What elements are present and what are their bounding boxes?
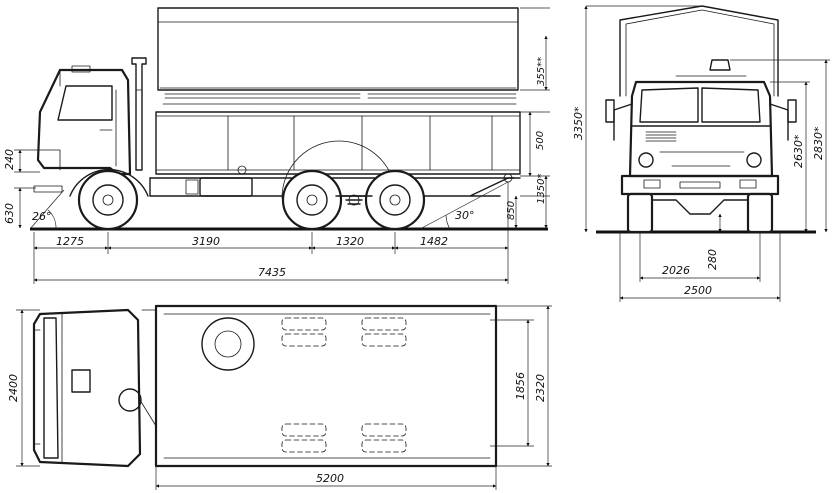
top-view: 2400 1856 2320 5200 (7, 304, 552, 490)
front-view: 3350* 2630* 2830* 280 2026 2500 (572, 5, 830, 302)
dim-630-label: 630 (3, 203, 16, 224)
front-tarp-outline (619, 5, 779, 97)
wheel-outline-1 (281, 317, 327, 331)
departure-angle-label: 30° (455, 209, 475, 222)
tarpaulin-cover (157, 7, 519, 105)
side-view: 26° 30° 630 240 355** 500 1350* 850 1275 (3, 7, 550, 284)
cab-roof-hatch (71, 369, 91, 393)
approach-angle-label: 26° (32, 210, 52, 223)
wheel-outline-3 (281, 423, 327, 437)
dim-1482-label: 1482 (420, 235, 448, 248)
left-mirror (613, 103, 633, 141)
front-mudguard (69, 168, 149, 197)
left-mirror-glass (605, 99, 615, 123)
wheel-outline-4 (361, 423, 407, 437)
dim-1856-label: 1856 (514, 372, 527, 400)
right-headlight (746, 152, 762, 168)
front-bumper (33, 185, 63, 193)
tank-cap (237, 165, 247, 175)
dim-2400-label: 2400 (7, 374, 20, 402)
dim-5200-label: 5200 (316, 472, 344, 485)
dim-850-label: 850 (506, 201, 517, 220)
dim-3190-label: 3190 (192, 235, 220, 248)
dim-7435-label: 7435 (258, 266, 286, 279)
dim-1275-label: 1275 (56, 235, 84, 248)
front-axle (651, 199, 749, 215)
spare-wheel-top (118, 388, 142, 412)
dim-1320-label: 1320 (336, 235, 364, 248)
dim-1350-label: 1350* (536, 174, 547, 204)
cargo-body-top (154, 304, 498, 468)
fuel-tank (199, 177, 253, 197)
cab-side (33, 65, 132, 193)
front-bumper-front (620, 174, 780, 196)
wheel-outline-2 (361, 317, 407, 331)
cargo-body-side (149, 111, 521, 179)
dim-500-label: 500 (535, 131, 546, 150)
left-headlight (638, 152, 654, 168)
spare-wheel (201, 317, 255, 371)
departure-angle-line (419, 181, 509, 230)
dim-2630-label: 2630* (792, 134, 805, 168)
right-mirror (769, 103, 789, 141)
dim-2500-label: 2500 (684, 284, 712, 297)
dim-280-label: 280 (706, 249, 719, 270)
dim-240-label: 240 (3, 149, 16, 170)
dim-3350-label: 3350* (572, 106, 585, 140)
cab-body-link (139, 309, 157, 427)
exhaust-stack (131, 57, 147, 171)
battery-box (185, 179, 199, 195)
front-left-tire (626, 192, 654, 234)
front-wheel (77, 169, 139, 231)
approach-angle-line (29, 189, 65, 230)
dim-2026-label: 2026 (662, 264, 690, 277)
dim-2320-label: 2320 (534, 374, 547, 402)
roof-beacon (709, 59, 731, 71)
cab-front (628, 80, 774, 178)
dim-2830-label: 2830* (812, 126, 825, 160)
rear-wheel-2 (364, 169, 426, 231)
right-mirror-glass (787, 99, 797, 123)
front-right-tire (746, 192, 774, 234)
rear-wheel-1 (281, 169, 343, 231)
cab-top (32, 308, 142, 468)
dim-355-label: 355** (536, 57, 547, 86)
